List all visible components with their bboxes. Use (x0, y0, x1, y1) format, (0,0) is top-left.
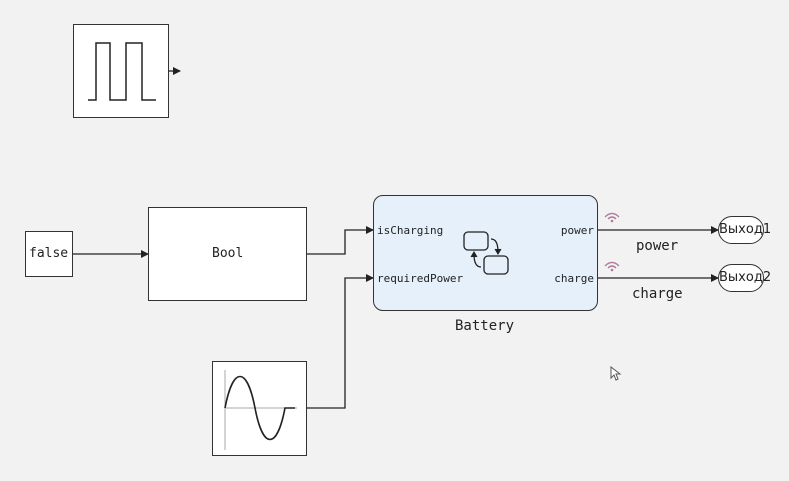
wire-bool-to-ischarging[interactable] (307, 226, 374, 255)
output-port-2[interactable]: Выход2 (718, 264, 771, 292)
battery-block[interactable]: isCharging requiredPower power charge (373, 195, 598, 311)
state-machine-icon (463, 231, 509, 275)
bool-block[interactable]: Bool (148, 207, 307, 301)
battery-input-requiredpower: requiredPower (377, 272, 464, 285)
pulse-generator-block[interactable] (73, 24, 169, 118)
sine-wave-icon (224, 370, 297, 450)
signal-log-icon-charge[interactable] (602, 258, 622, 272)
sine-wave-block[interactable] (212, 361, 307, 456)
battery-input-ischarging: isCharging (377, 224, 444, 237)
battery-output-charge: charge (554, 272, 594, 285)
wire-sine-to-requiredpower[interactable] (307, 274, 374, 409)
output-port-1[interactable]: Выход1 (718, 216, 771, 244)
bool-block-label: Bool (212, 246, 244, 261)
battery-block-label: Battery (455, 318, 515, 334)
battery-output-power: power (560, 224, 594, 237)
pulse-wave-icon (88, 42, 156, 101)
signal-label-power: power (636, 238, 679, 254)
mouse-cursor-icon (610, 366, 622, 381)
false-constant-label: false (29, 246, 69, 261)
signal-label-charge: charge (632, 286, 683, 302)
signal-log-icon-power[interactable] (602, 209, 622, 223)
false-constant-block[interactable]: false (25, 231, 73, 277)
